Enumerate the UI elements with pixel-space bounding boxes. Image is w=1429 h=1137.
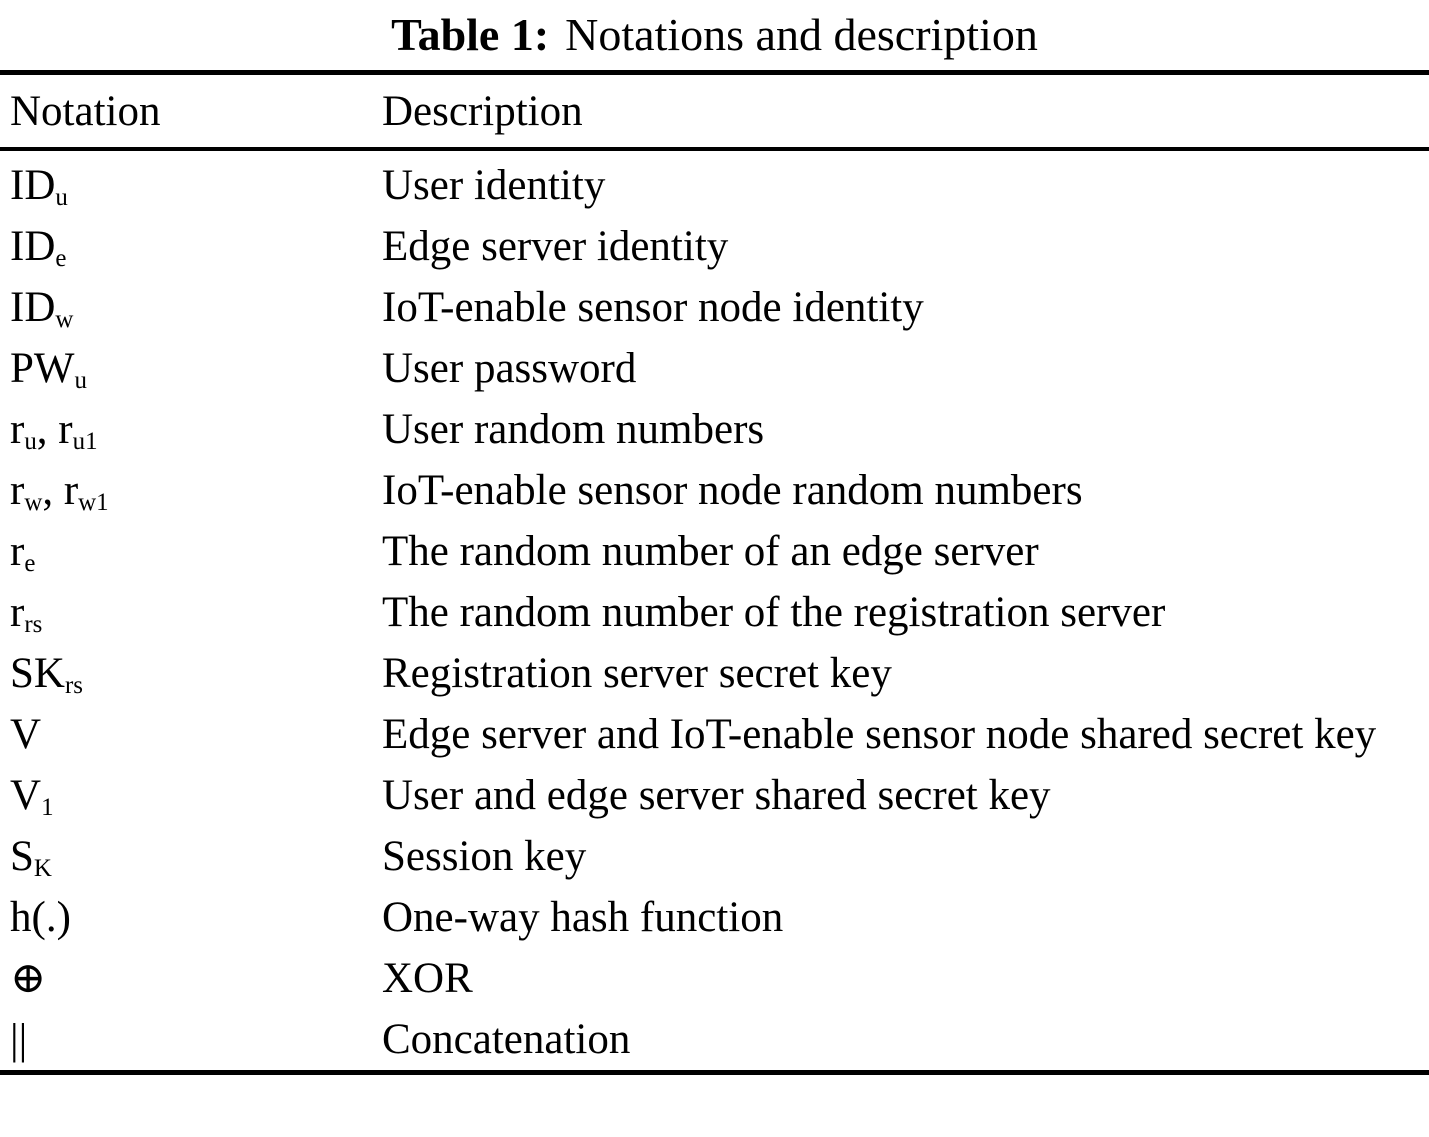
table-row: IDw IoT-enable sensor node identity xyxy=(0,277,1429,338)
table-row: ru, ru1 User random numbers xyxy=(0,399,1429,460)
notation-cell: h(.) xyxy=(10,887,382,948)
notation-cell: SKrs xyxy=(10,643,382,704)
notation-subscript: 1 xyxy=(41,794,54,822)
description-cell: The random number of an edge server xyxy=(382,528,1039,575)
table-row: IDe Edge server identity xyxy=(0,216,1429,277)
notation-text: r xyxy=(58,406,73,453)
table-row: h(.) One-way hash function xyxy=(0,887,1429,948)
description-cell: The random number of the registration se… xyxy=(382,589,1166,636)
notation-text: ID xyxy=(10,162,56,209)
notation-subscript: e xyxy=(55,245,67,273)
description-cell: One-way hash function xyxy=(382,894,784,941)
notation-subscript: w xyxy=(24,489,43,517)
description-cell: Registration server secret key xyxy=(382,650,892,697)
notation-subscript: rs xyxy=(24,611,43,639)
notation-subscript: w xyxy=(55,306,74,334)
notation-cell: IDu xyxy=(10,155,382,216)
notation-cell: rrs xyxy=(10,582,382,643)
notation-text: h(.) xyxy=(10,894,71,941)
table-row: SK Session key xyxy=(0,826,1429,887)
header-description: Description xyxy=(382,87,583,135)
table-row: re The random number of an edge server xyxy=(0,521,1429,582)
notation-subscript: u xyxy=(55,184,68,212)
description-cell: User identity xyxy=(382,162,606,209)
table-row: V1 User and edge server shared secret ke… xyxy=(0,765,1429,826)
table-row: SKrs Registration server secret key xyxy=(0,643,1429,704)
notation-subscript: u1 xyxy=(72,428,98,456)
description-cell: IoT-enable sensor node random numbers xyxy=(382,467,1083,514)
notation-text: V xyxy=(10,711,42,758)
table-row: rrs The random number of the registratio… xyxy=(0,582,1429,643)
notation-text: r xyxy=(10,589,25,636)
notation-subscript: e xyxy=(24,550,36,578)
notation-cell: IDe xyxy=(10,216,382,277)
description-cell: User random numbers xyxy=(382,406,765,453)
description-cell: IoT-enable sensor node identity xyxy=(382,284,924,331)
notation-cell: ru, ru1 xyxy=(10,399,382,460)
notation-text: r xyxy=(10,528,25,575)
notation-text: V xyxy=(10,772,42,819)
notation-cell: V1 xyxy=(10,765,382,826)
table-row: rw, rw1 IoT-enable sensor node random nu… xyxy=(0,460,1429,521)
notation-text: ID xyxy=(10,223,56,270)
notation-subscript: K xyxy=(33,855,52,883)
table-row: PWu User password xyxy=(0,338,1429,399)
notation-cell: SK xyxy=(10,826,382,887)
table-header-rule xyxy=(0,147,1429,151)
notation-text: ⊕ xyxy=(10,955,47,1002)
table-caption-label: Table 1: xyxy=(391,9,550,60)
table-caption: Table 1: Notations and description xyxy=(0,0,1429,70)
table-bottom-rule xyxy=(0,1070,1429,1075)
notation-text: r xyxy=(10,467,25,514)
table-header-row: Notation Description xyxy=(0,75,1429,147)
description-cell: User and edge server shared secret key xyxy=(382,772,1051,819)
description-cell: User password xyxy=(382,345,637,392)
description-cell: Edge server and IoT-enable sensor node s… xyxy=(382,711,1377,758)
notation-cell: rw, rw1 xyxy=(10,460,382,521)
notation-text: || xyxy=(10,1016,28,1063)
notation-text: r xyxy=(63,467,79,514)
notation-cell: re xyxy=(10,521,382,582)
notation-cell: PWu xyxy=(10,338,382,399)
notation-cell: ⊕ xyxy=(10,948,382,1009)
table-body: IDu User identity IDe Edge server identi… xyxy=(0,151,1429,1070)
notation-cell: V xyxy=(10,704,382,765)
notation-text: r xyxy=(10,406,25,453)
notation-text: PW xyxy=(10,345,75,392)
notation-cell: IDw xyxy=(10,277,382,338)
notation-text: S xyxy=(10,833,34,880)
table-top-rule xyxy=(0,70,1429,75)
notation-text: ID xyxy=(10,284,56,331)
table-caption-text: Notations and description xyxy=(565,9,1038,60)
notation-subscript: w1 xyxy=(78,489,109,517)
notation-subscript: rs xyxy=(64,672,83,700)
notation-text: SK xyxy=(10,650,65,697)
description-cell: Concatenation xyxy=(382,1016,631,1063)
description-cell: XOR xyxy=(382,955,473,1002)
notation-text: , xyxy=(36,406,59,453)
table-row: IDu User identity xyxy=(0,155,1429,216)
notation-subscript: u xyxy=(24,428,37,456)
description-cell: Edge server identity xyxy=(382,223,729,270)
notation-subscript: u xyxy=(74,367,87,395)
table-row: V Edge server and IoT-enable sensor node… xyxy=(0,704,1429,765)
table-row: || Concatenation xyxy=(0,1009,1429,1070)
table-row: ⊕ XOR xyxy=(0,948,1429,1009)
notation-cell: || xyxy=(10,1009,382,1070)
description-cell: Session key xyxy=(382,833,587,880)
notation-text: , xyxy=(42,467,64,514)
header-notation: Notation xyxy=(10,87,161,135)
